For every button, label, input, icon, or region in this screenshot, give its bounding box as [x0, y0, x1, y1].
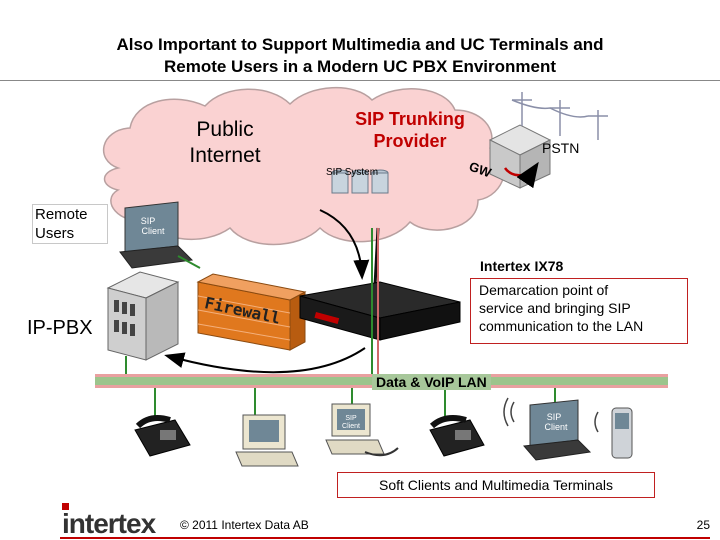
sip-system-label: SIP System — [326, 167, 379, 178]
remote-users-line-2: Users — [35, 225, 75, 242]
ix78-router-icon — [299, 227, 461, 341]
desktop-pc-icon-2: SIP Client — [325, 403, 399, 457]
footer-divider — [60, 537, 710, 539]
sip-trunking-provider-label: SIP Trunking Provider — [330, 108, 490, 152]
connection-lines — [125, 228, 556, 420]
sip-trunking-line-2: Provider — [373, 131, 447, 151]
title-line-2: Remote Users in a Modern UC PBX Environm… — [163, 57, 557, 76]
terminals-caption: Soft Clients and Multimedia Terminals — [337, 472, 655, 498]
slide-title: Also Important to Support Multimedia and… — [0, 34, 720, 78]
arrow-router-to-pbx — [164, 347, 366, 374]
remote-users-label: Remote Users — [32, 204, 108, 244]
pstn-label: PSTN — [542, 140, 580, 156]
mobile-phone-icon — [594, 407, 633, 459]
ip-phone-icon-1 — [134, 415, 191, 457]
arrow-provider-to-router — [319, 209, 370, 280]
title-divider — [0, 80, 720, 81]
title-line-1: Also Important to Support Multimedia and… — [116, 35, 604, 54]
lan-label: Data & VoIP LAN — [372, 374, 491, 390]
public-internet-line-2: Internet — [189, 144, 261, 167]
gateway-cube-icon — [488, 124, 552, 189]
ix78-title: Intertex IX78 — [480, 258, 564, 274]
intertex-logo: intertex — [62, 508, 156, 539]
pc-sip-client-line1: SIP — [345, 415, 357, 422]
remote-sip-client-line2: Client — [141, 226, 165, 236]
public-internet-line-1: Public — [196, 118, 254, 141]
remote-laptop-icon: SIP Client — [119, 201, 194, 269]
ix78-description-box: Demarcation point of service and bringin… — [470, 278, 688, 344]
wifi-laptop-icon: SIP Client — [503, 397, 592, 461]
copyright-text: © 2011 Intertex Data AB — [180, 518, 309, 532]
wifi-sip-client-line1: SIP — [547, 412, 562, 422]
remote-users-line-1: Remote — [35, 206, 88, 223]
brand-logo-dot — [62, 503, 69, 510]
ip-pbx-cabinet-icon — [106, 271, 180, 361]
firewall-icon — [196, 273, 307, 351]
ix78-desc-line-1: Demarcation point of — [479, 282, 609, 298]
ip-phone-icon-2 — [429, 415, 485, 457]
wifi-sip-client-line2: Client — [544, 422, 568, 432]
sip-system-icon — [331, 169, 389, 194]
ix78-desc-line-3: communication to the LAN — [479, 318, 644, 334]
desktop-pc-icon-1 — [235, 414, 299, 467]
page-number: 25 — [696, 518, 710, 532]
telephone-poles-icon — [511, 92, 608, 140]
public-internet-label: Public Internet — [170, 117, 280, 169]
ip-pbx-label: IP-PBX — [27, 317, 93, 339]
ix78-desc-line-2: service and bringing SIP — [479, 300, 631, 316]
pc-sip-client-line2: Client — [342, 423, 360, 430]
sip-trunking-line-1: SIP Trunking — [355, 109, 465, 129]
remote-sip-client-line1: SIP — [141, 216, 156, 226]
